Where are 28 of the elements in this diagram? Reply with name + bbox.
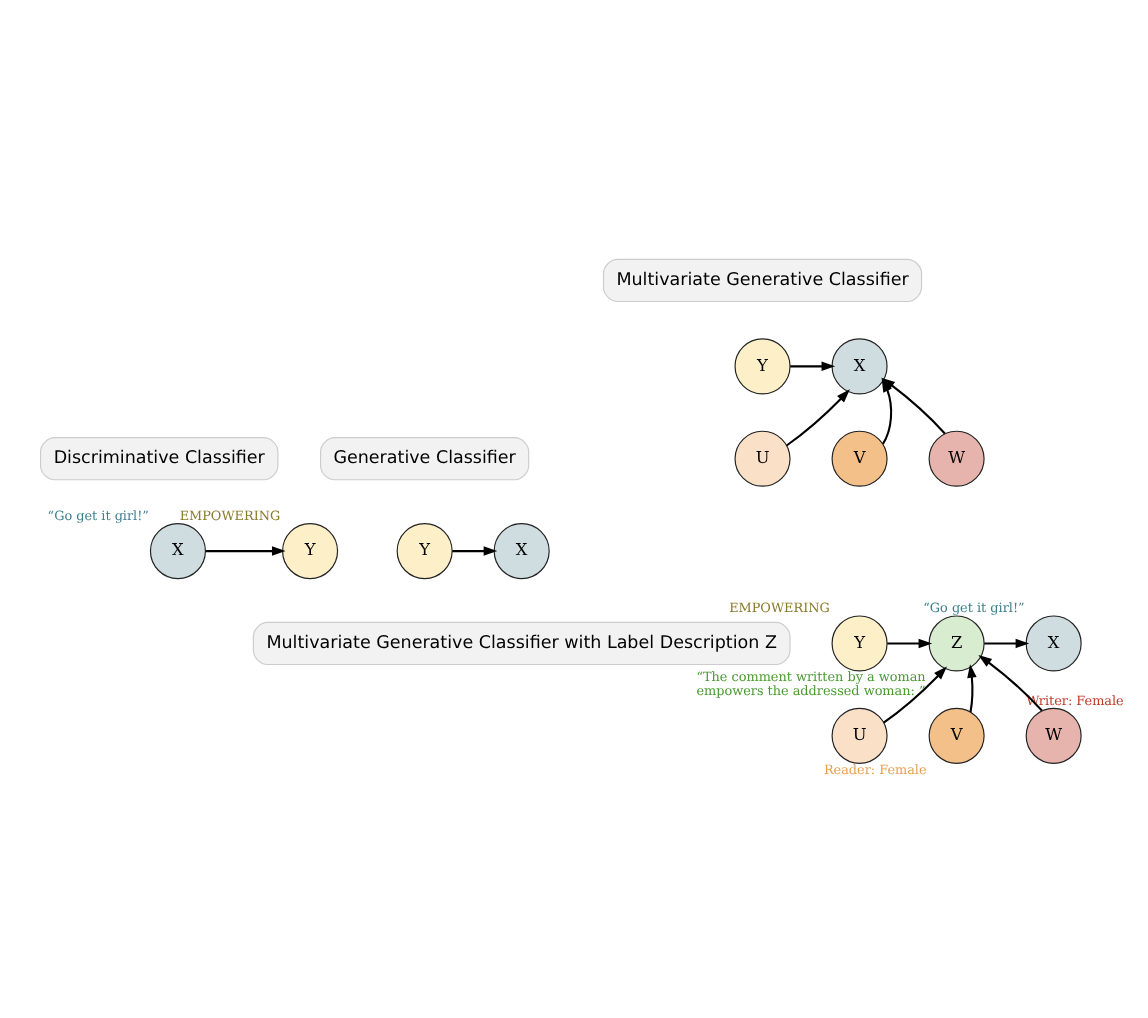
node-circle: W [1025,707,1082,764]
arrow [984,638,1030,649]
node-circle: U [831,707,888,764]
arrow [887,638,933,649]
node-box: Discriminative Classifier [40,437,279,481]
arrow [790,361,836,372]
node-circle: U [734,430,791,487]
node-circle: Y [734,338,791,395]
arrow [883,666,947,724]
node-circle: Y [282,523,339,580]
node-circle: X [1025,615,1082,672]
arrow [205,546,286,556]
node-circle: X [831,338,888,395]
node-box: Multivariate Generative Classifier with Label Description Z [252,621,791,666]
node-circle: X [149,523,206,580]
node-box: Multivariate Generative Classifier [602,258,923,303]
node-circle: V [928,707,985,764]
node-circle: Z [928,615,985,672]
arrow [967,664,977,713]
node-circle: Y [396,523,453,580]
arrow [786,389,850,447]
arrow [452,546,498,556]
node-circle: W [928,430,985,487]
node-circle: X [493,523,550,580]
arrow [978,654,1043,712]
node-box: Generative Classifier [320,437,530,481]
node-circle: V [831,430,888,487]
node-circle: Y [831,615,888,672]
